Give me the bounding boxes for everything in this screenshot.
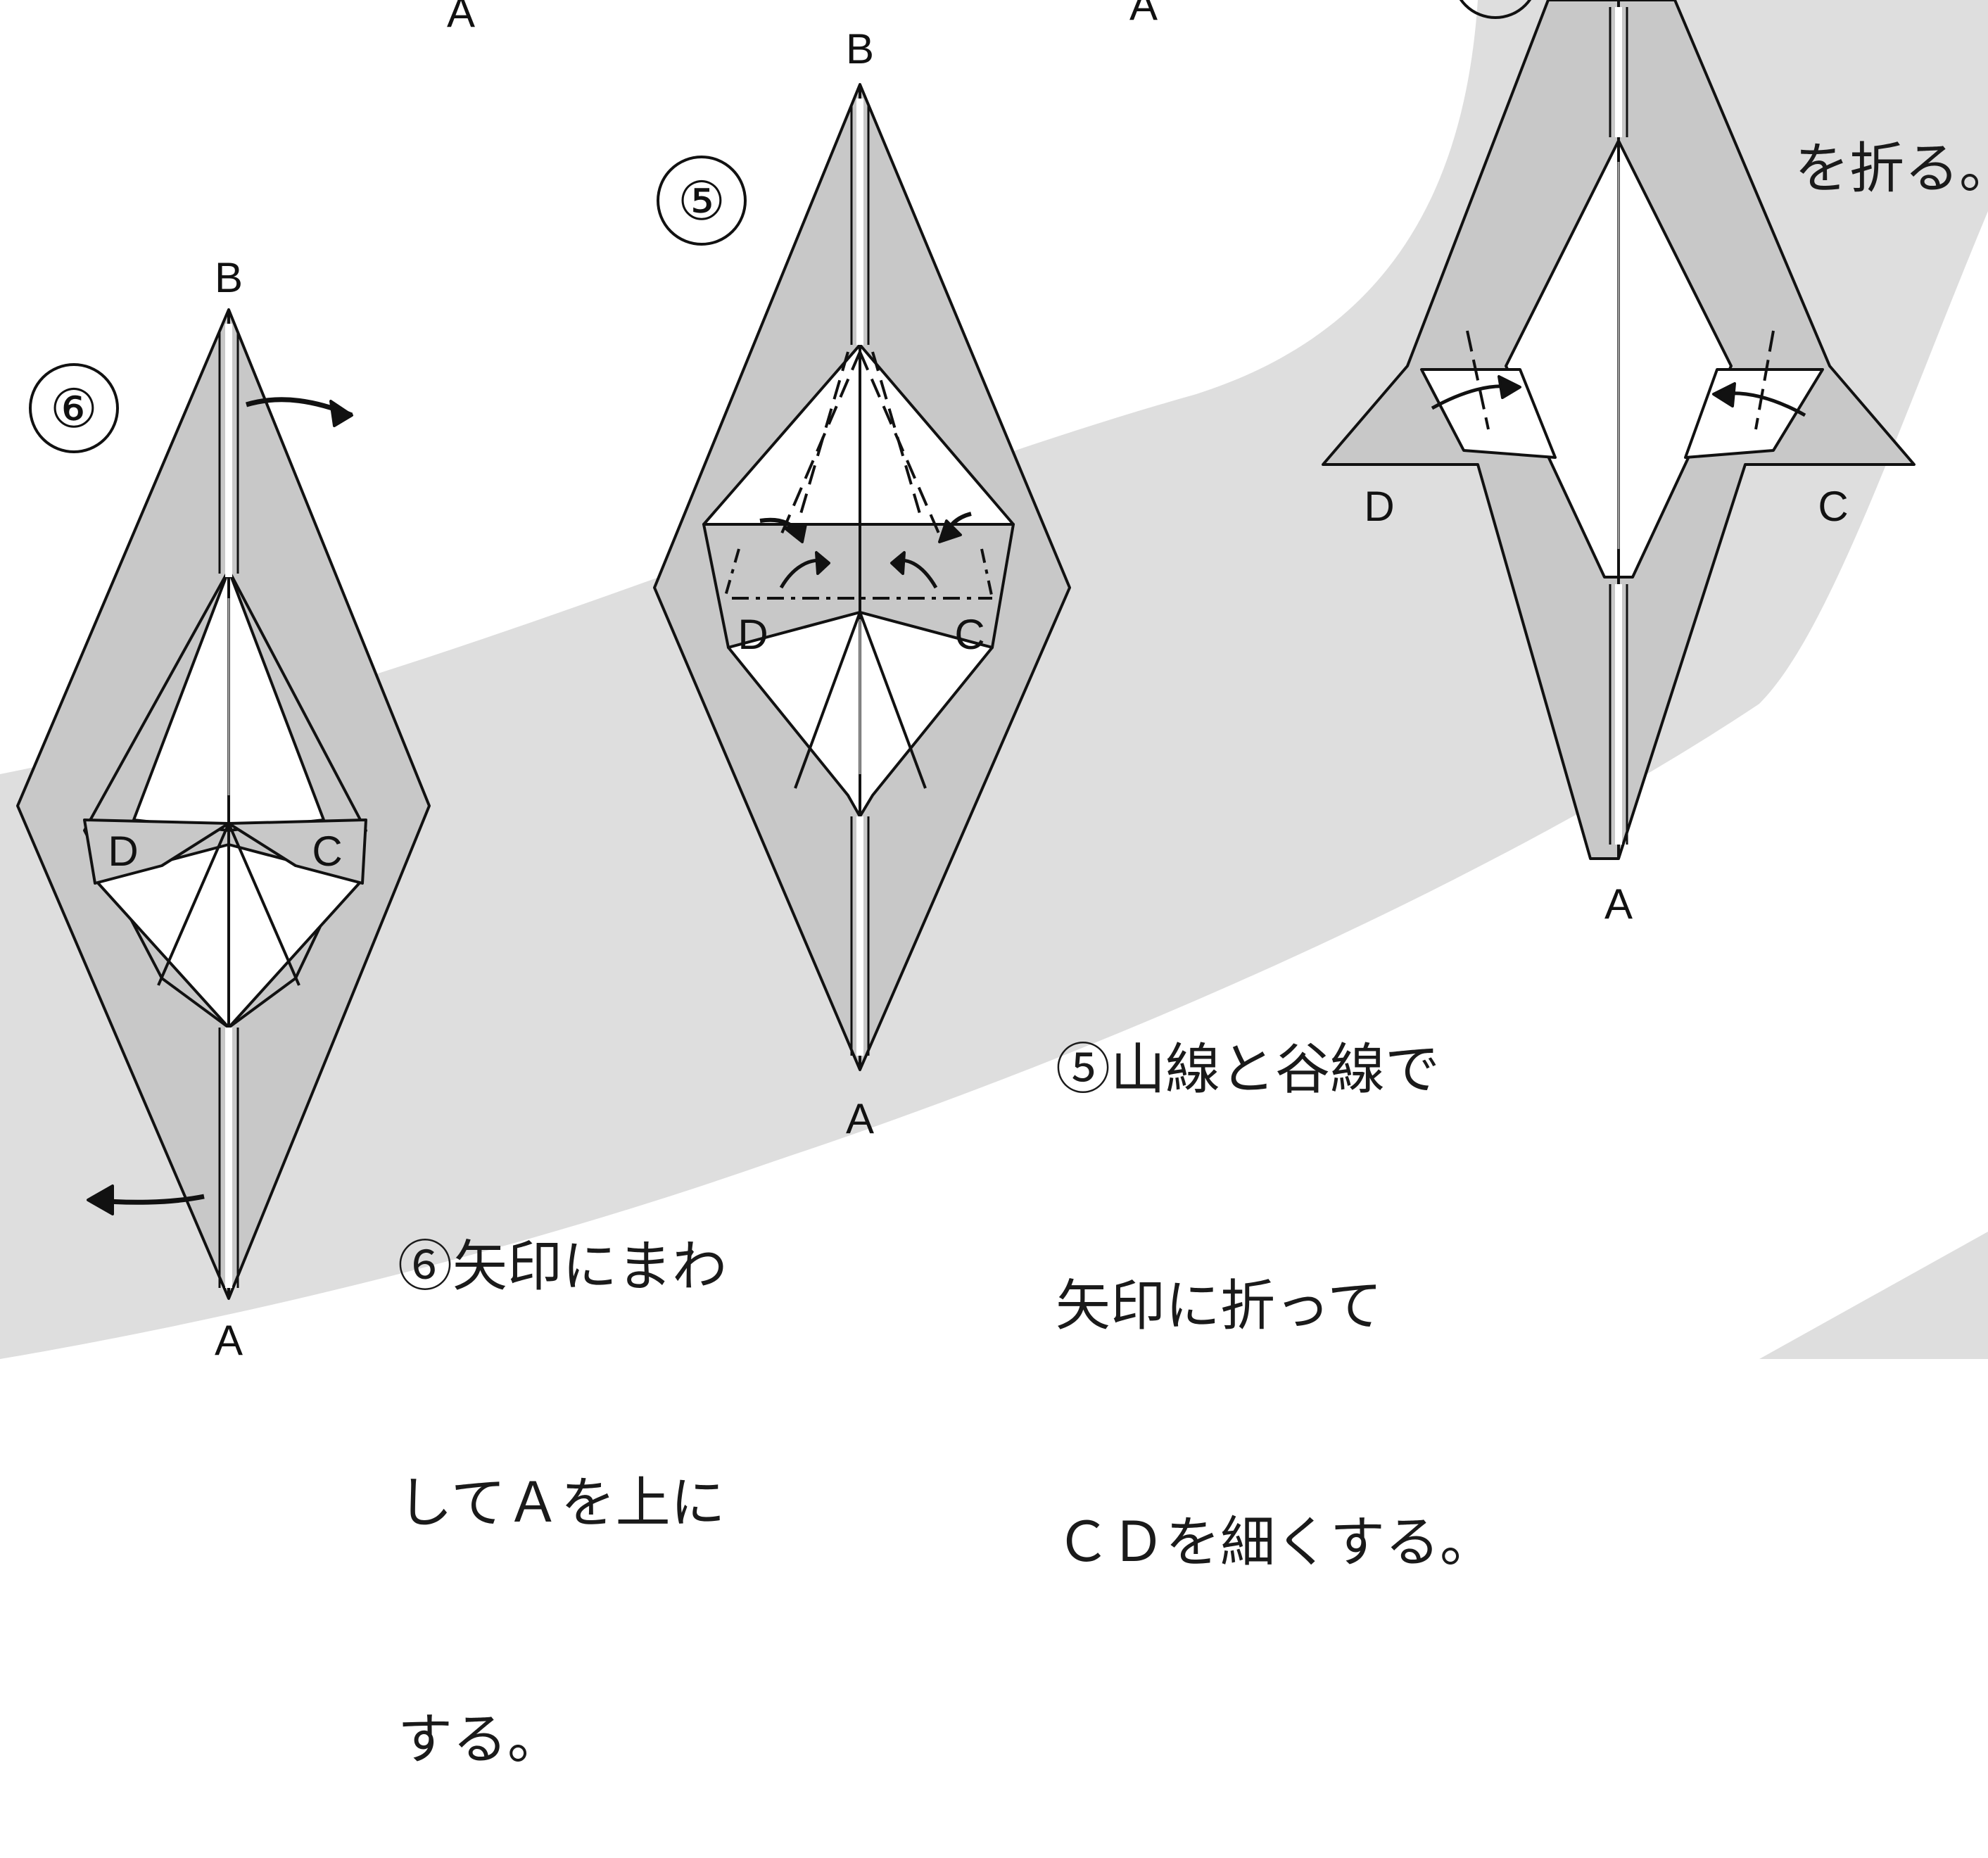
step6-arrowhead-top bbox=[329, 400, 353, 427]
step5-caption-line: ⑤山線と谷線で bbox=[1056, 1038, 1441, 1101]
background-band-lower bbox=[1759, 1232, 1988, 1359]
top-right-caption: を折る。 bbox=[1794, 0, 1988, 287]
step6-label-d: D bbox=[108, 828, 138, 875]
top-right-caption-line: を折る。 bbox=[1794, 137, 1988, 201]
step4-label-c: C bbox=[1818, 483, 1848, 530]
step5-label-a: A bbox=[846, 1095, 874, 1142]
step6-arrowhead-bottom bbox=[87, 1184, 114, 1215]
step5-number-circle bbox=[657, 156, 747, 246]
step4-number-circle-partial bbox=[1459, 0, 1532, 19]
step5-caption: ⑤山線と谷線で 矢印に折って ＣＤを細くする。 bbox=[1056, 873, 1495, 1661]
step6-flap-d bbox=[83, 819, 230, 885]
step6-caption-line: する。 bbox=[398, 1708, 563, 1771]
step5-label-d: D bbox=[737, 611, 768, 658]
step4-label-a: A bbox=[1604, 880, 1633, 928]
step6-caption: ⑥矢印にまわ してＡを上に する。 bbox=[398, 1070, 727, 1858]
top-left-a-label: A bbox=[447, 0, 475, 36]
step5-label-b: B bbox=[846, 25, 874, 72]
step4-label-d: D bbox=[1364, 483, 1394, 530]
step4-left-flap bbox=[1420, 368, 1557, 459]
origami-diagram: A A B A D C ⑥ bbox=[0, 0, 1988, 1359]
step6-label-c: C bbox=[312, 828, 342, 875]
step6-figure bbox=[16, 308, 431, 1300]
step5-label-c: C bbox=[954, 611, 984, 658]
step6-number-circle bbox=[29, 363, 119, 453]
step5-caption-line: 矢印に折って bbox=[1056, 1275, 1383, 1338]
step5-figure bbox=[653, 83, 1071, 1071]
step5-arrowhead-right bbox=[938, 519, 962, 543]
top-mid-a-label: A bbox=[1129, 0, 1158, 29]
step5-arrowhead-left bbox=[783, 523, 807, 543]
step6-number: ⑥ bbox=[50, 379, 98, 439]
step6-caption-line: ⑥矢印にまわ bbox=[398, 1235, 728, 1298]
step6-flap-c bbox=[227, 819, 367, 885]
step6-label-a: A bbox=[215, 1317, 243, 1359]
step6-label-b: B bbox=[215, 254, 243, 301]
step5-caption-line: ＣＤを細くする。 bbox=[1056, 1511, 1495, 1574]
step6-caption-line: してＡを上に bbox=[398, 1472, 726, 1535]
step4-figure bbox=[1322, 0, 1916, 860]
step5-number: ⑤ bbox=[678, 172, 726, 232]
